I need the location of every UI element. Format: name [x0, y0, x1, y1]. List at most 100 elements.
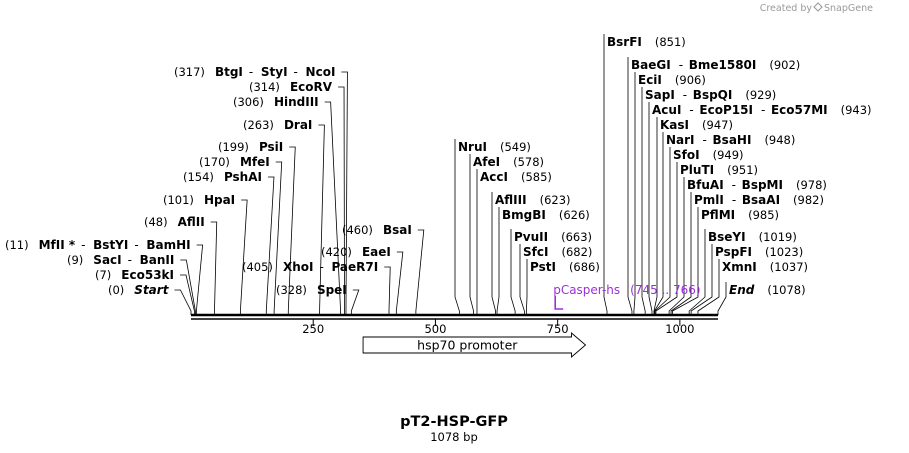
cut-site-leader	[525, 259, 528, 315]
site-label-acui[interactable]: (943)AcuI-EcoP15I-Eco57MI	[652, 103, 872, 117]
cut-site-leader	[641, 87, 646, 315]
sequence-backbone	[191, 313, 718, 320]
site-label-mfii[interactable]: (11)MfII *-BstYI-BamHI	[5, 238, 191, 252]
site-label-ecii[interactable]: (906)EciI	[638, 73, 706, 87]
site-label-mfei[interactable]: (170)MfeI	[199, 155, 270, 169]
primer-marker[interactable]	[554, 296, 564, 310]
cut-site-leader	[654, 132, 664, 315]
name-separator: -	[732, 193, 736, 207]
site-label-end[interactable]: (1078)End	[729, 283, 806, 297]
cut-site-leader	[174, 289, 192, 315]
site-label-psti[interactable]: (686)PstI	[530, 260, 600, 274]
site-label-xmni[interactable]: (1037) XmnI	[722, 260, 808, 274]
site-position: (902)	[769, 58, 800, 72]
enzyme-name: BfuAI	[687, 178, 724, 192]
enzyme-name: BamHI	[146, 238, 190, 252]
enzyme-name: BsaI	[383, 223, 412, 237]
site-label-baegi[interactable]: (902)BaeGI-Bme1580I	[631, 58, 800, 72]
snapgene-logo-icon	[813, 2, 823, 12]
site-position: (943)	[841, 103, 872, 117]
site-label-eco53ki[interactable]: (7)Eco53kI	[95, 268, 174, 282]
enzyme-name: AflII	[178, 215, 205, 229]
enzyme-name: BstYI	[93, 238, 128, 252]
site-label-xhoi[interactable]: (405)XhoI-PaeR7I	[242, 260, 378, 274]
site-label-btgi[interactable]: (317)BtgI-StyI-NcoI	[174, 65, 335, 79]
credit-brand: SnapGene	[824, 3, 873, 14]
site-label-bseyi[interactable]: (1019)BseYI	[708, 230, 797, 244]
cut-site-leader	[180, 274, 195, 315]
enzyme-name: BspMI	[742, 178, 783, 192]
site-position: (1019)	[759, 230, 797, 244]
enzyme-name: Start	[134, 283, 169, 297]
site-label-sfoi[interactable]: (949)SfoI	[673, 148, 744, 162]
site-label-psii[interactable]: (199)PsiI	[218, 140, 283, 154]
site-label-hindiii[interactable]: (306)HindIII	[233, 95, 319, 109]
site-position: (1023)	[765, 245, 803, 259]
name-separator: -	[732, 178, 736, 192]
enzyme-name: XmnI	[722, 260, 757, 274]
site-position: (948)	[764, 133, 795, 147]
cut-site-lines	[174, 34, 727, 315]
cut-site-leader	[384, 266, 391, 315]
enzyme-name: SfcI	[523, 245, 548, 259]
site-label-pvuii[interactable]: (663)PvuII	[514, 230, 592, 244]
enzyme-name: BsaAI	[742, 193, 780, 207]
site-position: (978)	[796, 178, 827, 192]
enzyme-name: NcoI	[306, 65, 336, 79]
enzyme-name: BsrFI	[607, 35, 642, 49]
enzyme-name: Eco57MI	[771, 103, 828, 117]
cut-site-leader	[717, 282, 727, 315]
site-position: (623)	[540, 193, 571, 207]
cut-site-leader	[688, 229, 706, 315]
site-label-spei[interactable]: (328)SpeI	[276, 283, 347, 297]
site-position: (1037)	[770, 260, 808, 274]
site-label-start[interactable]: (0)Start	[108, 283, 170, 297]
site-label-nrui[interactable]: (549)NruI	[458, 140, 531, 154]
enzyme-name: NruI	[458, 140, 487, 154]
site-position: (101)	[163, 193, 194, 207]
cut-site-leader	[697, 259, 720, 315]
site-label-bsai[interactable]: (460)BsaI	[342, 223, 412, 237]
cut-site-leader	[510, 229, 516, 315]
site-position: (306)	[233, 95, 264, 109]
site-label-ecorv[interactable]: (314)EcoRV	[249, 80, 333, 94]
cut-site-leader	[287, 146, 296, 315]
site-label-acci[interactable]: (585)AccI	[480, 170, 552, 184]
site-label-bsrfi[interactable]: (851)BsrFI	[607, 35, 686, 49]
site-label-bmgbi[interactable]: (626)BmgBI	[502, 208, 590, 222]
site-label-afei[interactable]: (578)AfeI	[473, 155, 544, 169]
enzyme-name: PmlI	[694, 193, 724, 207]
site-label-aflii[interactable]: (48)AflII	[144, 215, 205, 229]
site-label-pshai[interactable]: (154)PshAI	[183, 170, 262, 184]
site-label-eaei[interactable]: (420)EaeI	[321, 245, 391, 259]
cut-site-leader	[648, 102, 653, 315]
site-label-pmli[interactable]: (982) PmlI-BsaAI	[694, 193, 824, 207]
site-position: (982)	[793, 193, 824, 207]
site-label-saci[interactable]: (9)SacI-BanII	[67, 253, 174, 267]
feature-arrow[interactable]	[362, 332, 587, 358]
enzyme-name: SpeI	[317, 283, 347, 297]
site-label-hpai[interactable]: (101)HpaI	[163, 193, 235, 207]
site-label-nari[interactable]: (948)NarI-BsaHI	[666, 133, 795, 147]
plasmid-length: 1078 bp	[430, 430, 478, 444]
site-label-sfci[interactable]: (682)SfcI	[523, 245, 592, 259]
site-label-sapi[interactable]: (929)SapI-BspQI	[645, 88, 776, 102]
site-position: (626)	[559, 208, 590, 222]
site-label-pluti[interactable]: (951)PluTI	[680, 163, 758, 177]
site-label-drai[interactable]: (263)DraI	[243, 118, 312, 132]
site-position: (154)	[183, 170, 214, 184]
cut-site-leader	[690, 244, 713, 315]
site-position: (949)	[713, 148, 744, 162]
site-label-kasi[interactable]: (947)KasI	[660, 118, 733, 132]
site-label-pspfi[interactable]: (1023)PspFI	[715, 245, 803, 259]
site-position: (686)	[569, 260, 600, 274]
site-label-afliii[interactable]: (623)AflIII	[495, 193, 571, 207]
site-label-bfuai[interactable]: (978) BfuAI-BspMI	[687, 178, 827, 192]
enzyme-name: SacI	[93, 253, 121, 267]
site-position: (9)	[67, 253, 83, 267]
primer-label[interactable]: pCasper-hs	[553, 283, 620, 297]
enzyme-name: KasI	[660, 118, 689, 132]
site-label-pflmi[interactable]: (985)PflMI	[701, 208, 779, 222]
